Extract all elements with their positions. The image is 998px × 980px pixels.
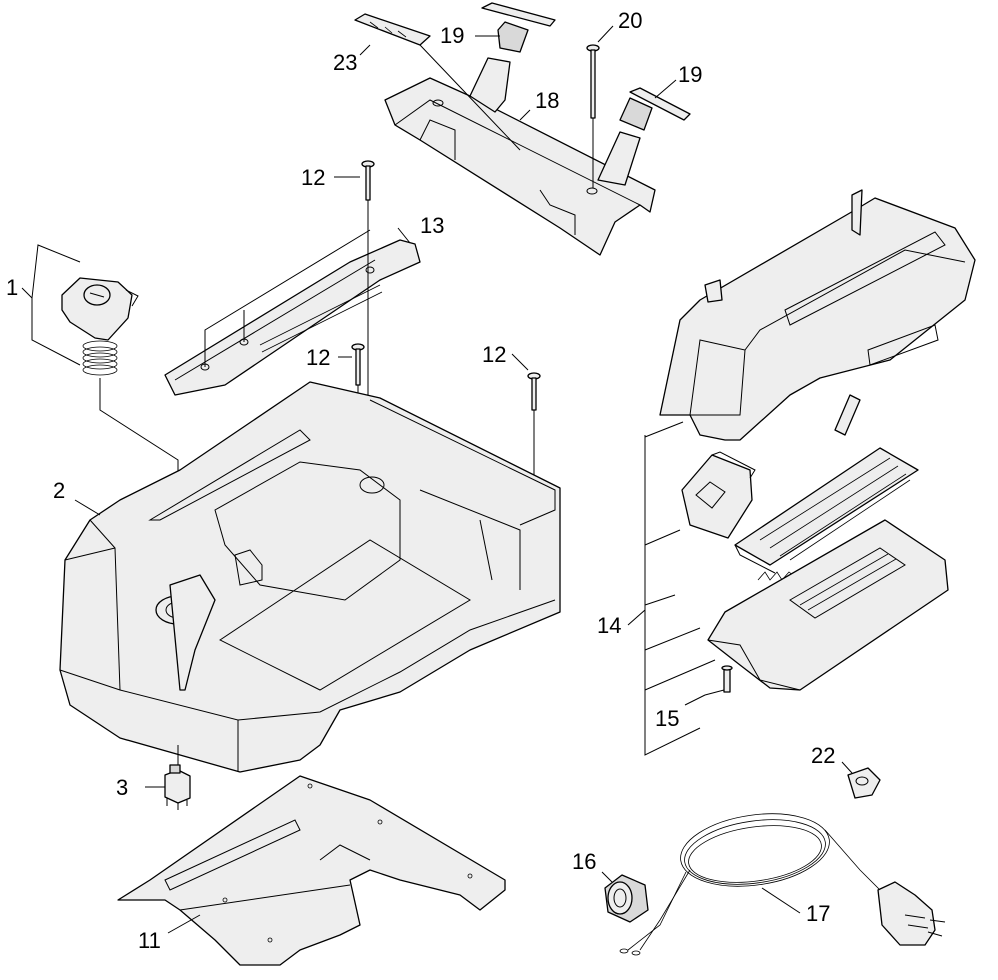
callout-11: 11: [138, 928, 161, 953]
callout-12-c: 12: [482, 342, 506, 367]
part-11-leader: [167, 914, 201, 934]
part-14-base-tray: [707, 519, 949, 691]
part-3-switch: [145, 745, 191, 810]
part-1-knob-spring: [31, 244, 179, 590]
callout-12-a: 12: [301, 165, 325, 190]
part-16-ferrite-ring: [601, 871, 649, 923]
part-18-leader: [519, 109, 531, 121]
part-12c-leader: [511, 353, 529, 371]
callout-20: 20: [618, 8, 642, 33]
part-2-leader: [74, 499, 101, 516]
part-14-bracket: [644, 421, 716, 756]
part-12-screw-a: [361, 160, 375, 270]
part-19-knob-left: [481, 2, 556, 53]
part-18-handle-bar: [384, 57, 656, 256]
part-23-label: [354, 13, 431, 46]
part-13-cover-strip: [164, 239, 421, 396]
part-14-leader: [627, 609, 646, 626]
part-20-leader: [597, 25, 614, 43]
part-14-right-cover: [659, 189, 976, 441]
part-17-power-cord: [619, 813, 946, 956]
callout-18: 18: [535, 88, 559, 113]
callout-16: 16: [572, 849, 596, 874]
callout-14: 14: [597, 613, 621, 638]
part-14-grille-panel: [734, 447, 919, 574]
part-19-knob-right: [619, 87, 691, 131]
part-15-pin: [684, 665, 733, 706]
part-14-switch-housing: [681, 451, 756, 539]
callout-19-a: 19: [440, 23, 464, 48]
part-13-locator-line: [204, 229, 371, 367]
part-11-base-plate: [117, 775, 506, 966]
part-2-main-housing: [59, 381, 561, 773]
part-20-screw: [586, 44, 600, 188]
callout-23: 23: [333, 50, 357, 75]
callout-2: 2: [53, 478, 65, 503]
part-19b-leader: [654, 79, 677, 99]
part-22-grommet: [841, 761, 881, 799]
callout-15: 15: [655, 706, 679, 731]
callout-17: 17: [806, 901, 830, 926]
callout-3: 3: [116, 775, 128, 800]
callout-13: 13: [420, 213, 444, 238]
part-23-locator: [419, 44, 521, 151]
callout-22: 22: [811, 743, 835, 768]
part-1-leader: [21, 287, 33, 299]
callout-19-b: 19: [678, 62, 702, 87]
part-14-spring: [757, 571, 795, 581]
spring-icon: [82, 340, 118, 376]
callout-12-b: 12: [306, 345, 330, 370]
callout-1: 1: [6, 275, 18, 300]
part-23-leader: [359, 44, 371, 56]
part-13-leader: [397, 227, 411, 244]
